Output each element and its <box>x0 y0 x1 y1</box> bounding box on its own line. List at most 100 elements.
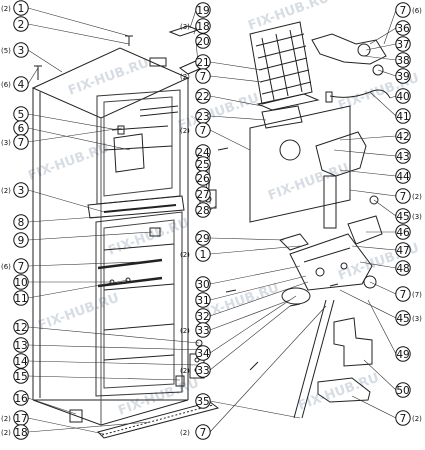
callout-circle <box>395 224 411 240</box>
callout-circle <box>13 319 29 335</box>
callout-circle <box>195 122 211 138</box>
callout-center-5: 22 <box>195 88 211 104</box>
callout-right-6: 41 <box>395 108 411 124</box>
callout-quantity: (2) <box>1 429 11 437</box>
callout-number: 16 <box>14 393 28 405</box>
callout-quantity: (2) <box>1 187 11 195</box>
leader-line <box>27 7 130 37</box>
callout-quantity: (2) <box>180 73 190 81</box>
callout-left-4: 5 <box>13 106 29 122</box>
callout-quantity: (6) <box>1 81 11 89</box>
leader-line <box>27 421 151 433</box>
callout-number: 50 <box>396 385 409 397</box>
callout-number: 48 <box>396 263 409 275</box>
leader-line <box>209 61 263 71</box>
callout-center-0: 19 <box>195 2 211 18</box>
leader-line <box>27 127 131 151</box>
callout-circle <box>13 353 29 369</box>
callout-number: 26 <box>196 173 210 185</box>
callout-circle <box>195 246 211 262</box>
watermark-text: FIX-HUB.RU <box>66 56 151 99</box>
callout-quantity: (7) <box>412 291 422 299</box>
callout-number: 41 <box>396 111 409 123</box>
callout-number: 39 <box>396 71 409 83</box>
callout-right-14: 48 <box>395 260 411 276</box>
watermark-layer: FIX-HUB.RUFIX-HUB.RUFIX-HUB.RUFIX-HUB.RU… <box>26 0 421 419</box>
callout-circle <box>195 292 211 308</box>
callout-number: 7 <box>18 137 25 149</box>
callout-right-7: 42 <box>395 128 411 144</box>
callout-circle <box>395 260 411 276</box>
callout-number: 2 <box>18 19 25 31</box>
callout-number: 19 <box>196 5 209 17</box>
callout-center-12: 28 <box>195 202 211 218</box>
callout-circle <box>395 168 411 184</box>
callout-number: 24 <box>196 147 210 159</box>
callout-circle <box>195 18 211 34</box>
callout-right-2: 37 <box>395 36 411 52</box>
watermark-text: FIX-HUB.RU <box>246 0 331 34</box>
callout-number: 5 <box>18 109 25 121</box>
callout-quantity: (2) <box>180 251 190 259</box>
callout-circle <box>13 76 29 92</box>
callout-right-3: 38 <box>395 52 411 68</box>
callout-left-19: 18(2) <box>1 424 29 440</box>
leader-line <box>209 281 309 317</box>
watermark-text: FIX-HUB.RU <box>266 161 351 204</box>
callout-circle <box>195 345 211 361</box>
callout-circle <box>395 382 411 398</box>
callout-number: 29 <box>196 233 209 245</box>
callout-quantity: (2) <box>1 5 11 13</box>
callout-circle <box>13 232 29 248</box>
callout-circle <box>13 424 29 440</box>
callout-left-2: 3 (5) <box>1 42 29 58</box>
callout-quantity: (5) <box>1 47 11 55</box>
callout-number: 1 <box>200 249 207 261</box>
callout-quantity: (2) <box>180 429 190 437</box>
callout-center-15: 30 <box>195 276 211 292</box>
callout-number: 9 <box>18 235 25 247</box>
leader-line <box>377 69 397 77</box>
callout-number: 6 <box>18 123 25 135</box>
leader-line <box>339 289 397 319</box>
callout-number: 3 <box>18 45 25 57</box>
leader-line <box>27 344 206 351</box>
callout-number: 7 <box>18 261 25 273</box>
callout-number: 14 <box>14 356 28 368</box>
leader-line <box>383 9 397 45</box>
callout-left-15: 14 <box>13 353 29 369</box>
callout-circle <box>395 242 411 258</box>
leader-line <box>209 305 327 433</box>
callout-number: 32 <box>196 311 209 323</box>
callout-circle <box>13 182 29 198</box>
callout-center-9: 25 <box>195 156 211 172</box>
callout-right-1: 36 <box>395 20 411 36</box>
callout-right-11: 45(3) <box>395 208 422 224</box>
callout-number: 44 <box>396 171 410 183</box>
leader-line <box>209 275 307 301</box>
leader-line <box>27 326 200 344</box>
callout-number: 7 <box>200 427 207 439</box>
callout-number: 4 <box>18 79 25 91</box>
leader-line <box>209 75 263 83</box>
leader-line <box>189 9 197 29</box>
callout-quantity: (2) <box>180 367 190 375</box>
callout-circle <box>195 393 211 409</box>
callout-circle <box>395 148 411 164</box>
leader-line <box>365 43 397 51</box>
callout-circle <box>395 188 411 204</box>
callout-number: 1 <box>18 3 25 15</box>
callout-quantity: (2) <box>412 415 422 423</box>
callout-right-12: 46 <box>395 224 411 240</box>
callout-circle <box>13 16 29 32</box>
callout-circle <box>195 424 211 440</box>
leader-line <box>349 189 397 197</box>
leader-line <box>27 49 63 73</box>
callout-left-7: 3(2) <box>1 182 29 198</box>
callout-number: 33 <box>196 365 209 377</box>
callout-quantity: (2) <box>412 193 422 201</box>
callout-number: 45 <box>396 313 409 325</box>
leader-line <box>27 397 77 415</box>
callout-left-9: 9 <box>13 232 29 248</box>
